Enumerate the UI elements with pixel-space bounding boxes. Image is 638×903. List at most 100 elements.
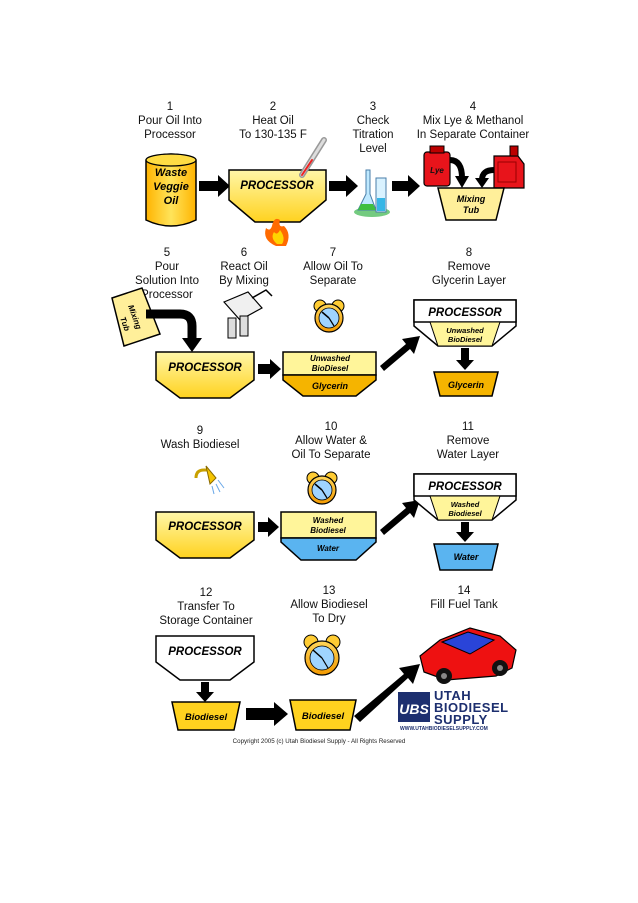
step-10-label: 10 Allow Water & Oil To Separate bbox=[276, 420, 386, 462]
waste-oil-label-1: Waste bbox=[155, 167, 187, 179]
step-13-label: 13 Allow Biodiesel To Dry bbox=[276, 584, 382, 626]
step-number: 14 bbox=[457, 585, 471, 597]
pour-arrow-5 bbox=[146, 309, 202, 352]
mixing-tub-1: Mixing Tub bbox=[437, 187, 505, 221]
logo-url: WWW.UTAHBIODIESELSUPPLY.COM bbox=[400, 726, 488, 732]
unwashed-label-2: BioDiesel bbox=[312, 364, 349, 373]
processor-tank-6: PROCESSOR bbox=[155, 635, 255, 681]
washed-label-1: Washed bbox=[313, 516, 345, 525]
alarm-clock-icon bbox=[313, 299, 345, 333]
separation-tank-1: Unwashed BioDiesel Glycerin bbox=[282, 351, 377, 397]
processor-label: PROCESSOR bbox=[428, 481, 502, 493]
arrow-10-to-11 bbox=[380, 500, 420, 535]
logo-line-2: BIODIESEL bbox=[434, 700, 509, 715]
step-14-label: 14 Fill Fuel Tank bbox=[414, 584, 514, 612]
step-text: Wash Biodiesel bbox=[160, 439, 240, 451]
waste-oil-label-2: Veggie bbox=[153, 181, 189, 193]
mixing-tub-tilted: Mixing Tub bbox=[111, 287, 161, 347]
step-text: Heat Oil To 130-135 F bbox=[239, 115, 307, 141]
step-4-label: 4 Mix Lye & Methanol In Separate Contain… bbox=[406, 100, 540, 142]
shower-head-icon bbox=[194, 465, 225, 495]
step-number: 9 bbox=[196, 425, 204, 437]
processor-label: PROCESSOR bbox=[428, 307, 502, 319]
step-text: Transfer To Storage Container bbox=[159, 601, 253, 627]
separation-tank-2: Washed Biodiesel Water bbox=[280, 511, 377, 561]
arrow-6-to-7 bbox=[258, 359, 281, 379]
water-label: Water bbox=[317, 544, 340, 553]
arrow-7-to-8 bbox=[380, 336, 420, 371]
processor-label: PROCESSOR bbox=[168, 521, 242, 533]
titration-glassware-icon bbox=[354, 169, 390, 217]
processor-tank-3: PROCESSOR Unwashed BioDiesel bbox=[413, 299, 517, 347]
washed-label-2: Biodiesel bbox=[448, 509, 482, 518]
biodiesel-label: Biodiesel bbox=[185, 712, 228, 723]
arrow-1-to-2 bbox=[199, 175, 230, 197]
logo-line-1: UTAH bbox=[434, 688, 472, 703]
step-9-label: 9 Wash Biodiesel bbox=[150, 424, 250, 452]
processor-tank-2: PROCESSOR bbox=[155, 351, 255, 399]
flame-icon bbox=[265, 218, 289, 246]
hand-mixer-icon bbox=[222, 289, 273, 339]
arrow-12-down bbox=[196, 682, 214, 702]
washed-label-1: Washed bbox=[451, 500, 480, 509]
pour-arrows bbox=[449, 157, 495, 188]
step-number: 12 bbox=[199, 587, 213, 599]
arrow-3-to-4 bbox=[392, 175, 420, 197]
processor-tank-4: PROCESSOR bbox=[155, 511, 255, 559]
step-number: 2 bbox=[269, 101, 277, 113]
logo-initials: UBS bbox=[399, 701, 429, 717]
step-text: Allow Water & Oil To Separate bbox=[291, 435, 371, 461]
arrow-11-down bbox=[456, 522, 474, 542]
step-2-label: 2 Heat Oil To 130-135 F bbox=[228, 100, 318, 142]
water-container: Water bbox=[433, 543, 499, 571]
step-6-label: 6 React Oil By Mixing bbox=[204, 246, 284, 288]
step-11-label: 11 Remove Water Layer bbox=[418, 420, 518, 462]
step-text: Allow Biodiesel To Dry bbox=[290, 599, 368, 625]
step-number: 10 bbox=[324, 421, 338, 433]
step-text: Remove Glycerin Layer bbox=[431, 261, 507, 287]
arrow-8-down bbox=[456, 348, 474, 370]
step-7-label: 7 Allow Oil To Separate bbox=[288, 246, 378, 288]
glycerin-container: Glycerin bbox=[433, 371, 499, 397]
step-number: 6 bbox=[240, 247, 248, 259]
step-text: Allow Oil To Separate bbox=[303, 261, 363, 287]
step-text: Fill Fuel Tank bbox=[430, 599, 498, 611]
arrow-13-to-14 bbox=[354, 664, 420, 722]
alarm-clock-icon bbox=[306, 471, 338, 505]
step-text: Pour Solution Into Processor bbox=[135, 261, 199, 301]
logo-line-3: SUPPLY bbox=[434, 712, 488, 727]
step-12-label: 12 Transfer To Storage Container bbox=[146, 586, 266, 628]
step-number: 4 bbox=[469, 101, 477, 113]
step-number: 5 bbox=[163, 247, 171, 259]
unwashed-label-2: BioDiesel bbox=[448, 335, 483, 344]
step-text: React Oil By Mixing bbox=[219, 261, 269, 287]
unwashed-label-1: Unwashed bbox=[446, 326, 484, 335]
lye-label: Lye bbox=[430, 166, 444, 175]
glycerin-label: Glycerin bbox=[312, 381, 349, 391]
lye-container-icon: Lye bbox=[423, 145, 451, 187]
processor-label: PROCESSOR bbox=[168, 646, 242, 658]
thermometer-icon bbox=[299, 137, 327, 178]
step-number: 11 bbox=[462, 421, 474, 433]
step-3-label: 3 Check Titration Level bbox=[338, 100, 408, 156]
processor-tank-5: PROCESSOR Washed Biodiesel bbox=[413, 473, 517, 521]
step-number: 13 bbox=[322, 585, 336, 597]
processor-tank-1: PROCESSOR bbox=[228, 169, 327, 223]
mixing-tub-label-2: Tub bbox=[463, 205, 480, 215]
step-number: 8 bbox=[465, 247, 473, 259]
car-icon bbox=[419, 627, 517, 684]
alarm-clock-icon bbox=[303, 634, 341, 676]
step-8-label: 8 Remove Glycerin Layer bbox=[414, 246, 524, 288]
copyright-notice: Copyright 2005 (c) Utah Biodiesel Supply… bbox=[232, 738, 406, 745]
mixing-tub-label-1: Mixing bbox=[457, 194, 486, 204]
processor-label: PROCESSOR bbox=[168, 362, 242, 374]
step-text: Pour Oil Into Processor bbox=[138, 115, 202, 141]
ubs-logo-mark: UBS bbox=[398, 692, 430, 722]
step-5-label: 5 Pour Solution Into Processor bbox=[124, 246, 210, 302]
storage-container-2: Biodiesel bbox=[289, 699, 357, 731]
step-number: 7 bbox=[329, 247, 337, 259]
water-label: Water bbox=[454, 552, 479, 562]
step-text: Check Titration Level bbox=[352, 115, 394, 155]
